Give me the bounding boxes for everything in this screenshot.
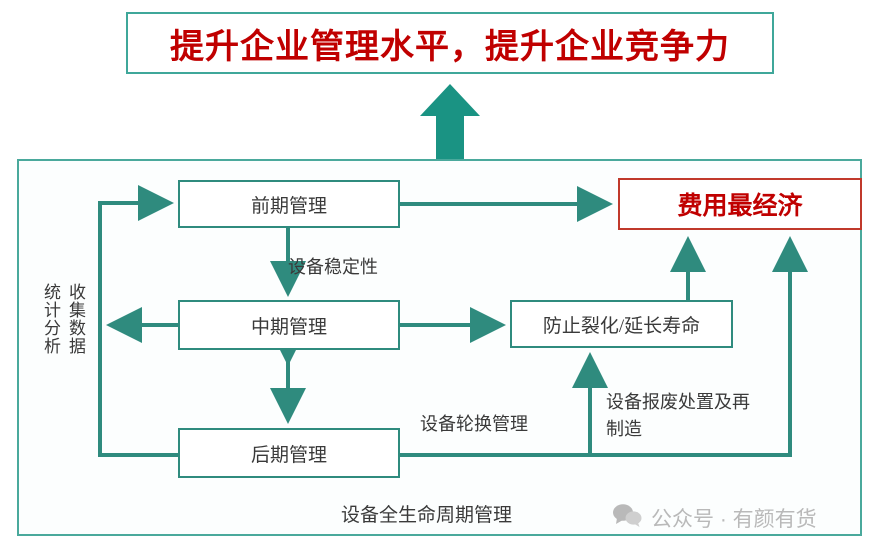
watermark-text: 公众号 · 有颜有货 bbox=[651, 508, 817, 531]
edge-label-equipment-rotation: 设备轮换管理 bbox=[420, 414, 528, 434]
node-early-stage-management[interactable]: 前期管理 bbox=[178, 180, 400, 228]
node-most-economical-cost[interactable]: 费用最经济 bbox=[618, 178, 862, 230]
node-label: 后期管理 bbox=[250, 444, 327, 466]
edge-label-equipment-stability: 设备稳定性 bbox=[288, 257, 378, 277]
watermark: 公众号 · 有颜有货 bbox=[612, 503, 817, 533]
node-label: 防止裂化/延长寿命 bbox=[542, 315, 701, 337]
node-late-stage-management[interactable]: 后期管理 bbox=[178, 428, 400, 478]
diagram-caption: 设备全生命周期管理 bbox=[341, 505, 513, 526]
node-label: 前期管理 bbox=[250, 195, 327, 217]
node-label: 费用最经济 bbox=[677, 191, 803, 220]
wechat-icon bbox=[612, 503, 642, 533]
side-label-statistical-analysis: 统计分析 bbox=[41, 283, 60, 355]
page-title: 提升企业管理水平，提升企业竞争力 bbox=[170, 26, 730, 67]
up-block-arrow-icon bbox=[418, 82, 482, 160]
edge-label-scrap-and-remanufacture: 设备报废处置及再制造 bbox=[606, 392, 750, 439]
node-prevent-cracking[interactable]: 防止裂化/延长寿命 bbox=[510, 300, 733, 348]
side-label-data-collection: 收集数据 bbox=[66, 283, 85, 355]
title-banner: 提升企业管理水平，提升企业竞争力 bbox=[126, 12, 774, 74]
node-label: 中期管理 bbox=[250, 316, 327, 338]
node-mid-stage-management[interactable]: 中期管理 bbox=[178, 300, 400, 350]
